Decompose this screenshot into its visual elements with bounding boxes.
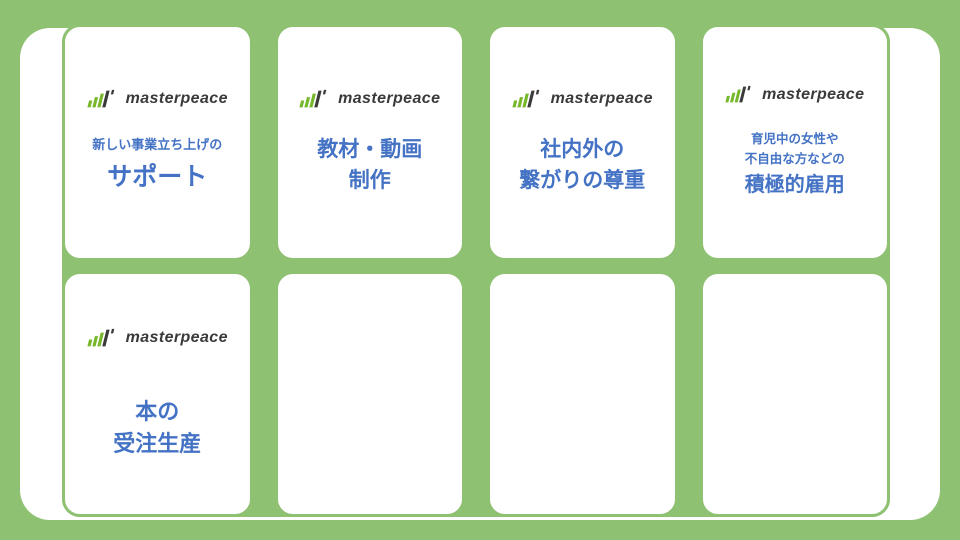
masterpeace-logo: masterpeace [87, 89, 228, 109]
card-employment-subtitle-line2: 不自由な方などの [744, 151, 845, 166]
card-connections-text: 社内外の 繋がりの尊重 [519, 135, 645, 196]
card-support-text: 新しい事業立ち上げの サポート [92, 135, 222, 195]
masterpeace-logo-icon [512, 89, 539, 108]
card-connections-title-line2: 繋がりの尊重 [519, 168, 646, 192]
card-employment-text: 育児中の女性や 不自由な方などの 積極的雇用 [745, 130, 845, 200]
masterpeace-logo-icon [725, 86, 751, 103]
card-book-production: masterpeace 本の 受注生産 [62, 271, 253, 517]
masterpeace-logo-text: masterpeace [125, 90, 228, 108]
masterpeace-logo-icon [87, 328, 114, 347]
card-support: masterpeace 新しい事業立ち上げの サポート [62, 24, 253, 261]
card-employment: masterpeace 育児中の女性や 不自由な方などの 積極的雇用 [699, 24, 890, 261]
card-employment-subtitle-line1: 育児中の女性や [750, 132, 839, 147]
masterpeace-logo-icon [87, 90, 114, 108]
masterpeace-logo-text: masterpeace [125, 329, 228, 347]
card-education-text: 教材・動画 制作 [317, 135, 422, 196]
card-education-title-line1: 教材・動画 [317, 138, 423, 162]
masterpeace-logo: masterpeace [725, 85, 864, 104]
masterpeace-logo-icon [299, 89, 327, 108]
card-books-text: 本の 受注生産 [113, 396, 201, 460]
card-employment-title: 積極的雇用 [744, 173, 845, 196]
card-support-subtitle: 新しい事業立ち上げの [92, 137, 223, 153]
card-grid: masterpeace 新しい事業立ち上げの サポート masterpeace [62, 24, 890, 517]
masterpeace-logo-text: masterpeace [550, 90, 653, 108]
masterpeace-logo-text: masterpeace [762, 85, 865, 103]
masterpeace-logo: masterpeace [512, 89, 653, 109]
card-education-title-line2: 制作 [348, 168, 391, 192]
card-empty-3 [699, 271, 890, 517]
card-connections: masterpeace 社内外の 繋がりの尊重 [487, 24, 678, 261]
card-education-video: masterpeace 教材・動画 制作 [274, 24, 465, 261]
card-empty-1 [274, 271, 465, 517]
card-support-title: サポート [107, 163, 208, 192]
masterpeace-logo-text: masterpeace [338, 90, 441, 108]
masterpeace-logo: masterpeace [87, 328, 228, 348]
card-books-title-line2: 受注生産 [113, 431, 202, 456]
card-books-title-line1: 本の [135, 399, 180, 425]
card-empty-2 [487, 271, 678, 517]
card-connections-title-line1: 社内外の [540, 138, 625, 162]
masterpeace-logo: masterpeace [299, 89, 440, 109]
